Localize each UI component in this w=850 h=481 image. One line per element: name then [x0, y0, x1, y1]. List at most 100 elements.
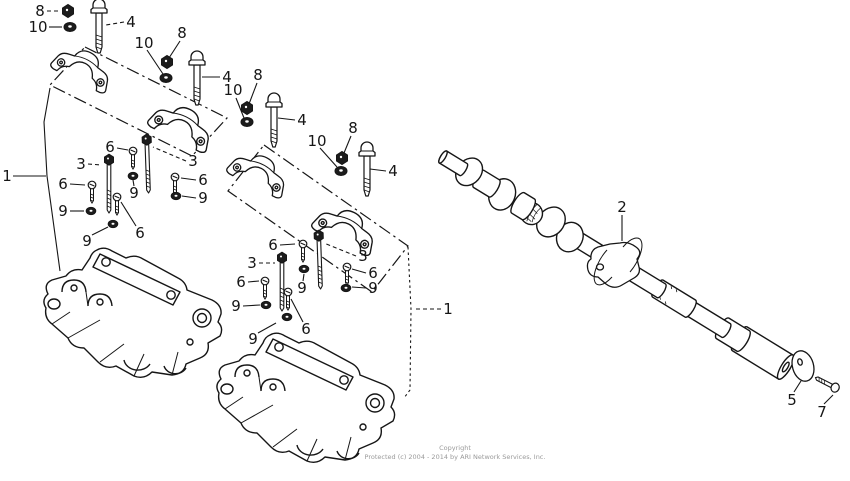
gasket-plane-1 [49, 46, 228, 157]
callout-label-9-32: 9 [248, 330, 258, 348]
callout-leader-9-30 [242, 304, 261, 307]
callout-label-9-26: 9 [198, 189, 208, 207]
callout-label-10-10: 10 [307, 132, 326, 150]
stud-1 [103, 153, 115, 214]
callout-label-9-36: 9 [368, 279, 378, 297]
callout-label-9-21: 9 [129, 184, 139, 202]
stud-2 [141, 133, 154, 194]
callout-label-4-11: 4 [388, 162, 398, 180]
flange-bolt-1 [90, 0, 108, 54]
callout-label-10-7: 10 [223, 81, 242, 99]
washer9-4 [170, 191, 182, 201]
callout-leader-8-9 [343, 135, 352, 154]
callout-leader-7-16 [823, 394, 834, 405]
camshaft-holder-left [43, 247, 223, 379]
callout-leader-10-10 [319, 147, 338, 168]
callout-leader-4-2 [105, 21, 125, 26]
callout-leader-6-27 [279, 243, 296, 246]
callout-leader-6-23 [120, 201, 137, 227]
callout-label-8-6: 8 [253, 66, 263, 84]
assembly-line-right [403, 246, 412, 399]
callout-leader-4-11 [369, 168, 387, 172]
callout-label-4-8: 4 [297, 111, 307, 129]
washer10-4 [334, 166, 348, 176]
callout-leader-6-35 [351, 268, 367, 274]
washer10-2 [159, 73, 173, 83]
washer10-1 [63, 22, 77, 32]
callout-label-3-34: 3 [358, 247, 368, 265]
callout-label-9-22: 9 [82, 232, 92, 250]
callout-label-6-25: 6 [198, 171, 208, 189]
callout-leader-9-36 [351, 286, 367, 289]
callout-label-8-0: 8 [35, 2, 45, 20]
callout-leader-4-8 [277, 117, 296, 121]
callout-label-4-2: 4 [126, 13, 136, 31]
washer9-1 [127, 171, 139, 181]
callout-leader-6-33 [290, 298, 304, 323]
washer9-2 [85, 206, 97, 216]
callout-label-3-24: 3 [188, 152, 198, 170]
nut-4 [336, 151, 348, 165]
bearing-cap-3 [224, 143, 295, 201]
thrust-washer [791, 350, 815, 382]
nut-2 [161, 55, 173, 69]
small-bolt-8 [342, 262, 352, 286]
callout-leader-10-7 [235, 97, 245, 119]
watermark-line2: Protected (c) 2004 - 2014 by ARI Network… [365, 453, 546, 461]
callout-label-6-17: 6 [105, 138, 115, 156]
callout-label-3-28: 3 [247, 254, 257, 272]
callout-leader-9-22 [91, 226, 109, 236]
callout-label-2-14: 2 [617, 198, 627, 216]
washer9-8 [340, 283, 352, 293]
flange-bolt-2 [188, 50, 206, 106]
small-bolt-6 [260, 276, 270, 300]
camshaft-bracket [586, 237, 643, 288]
callout-leader-9-32 [257, 322, 277, 334]
callout-leader-9-26 [181, 195, 197, 199]
callout-label-8-3: 8 [177, 24, 187, 42]
small-bolt-4 [170, 172, 180, 196]
callout-leader-6-19 [69, 183, 86, 186]
callout-leader-3-24 [152, 146, 187, 162]
callout-label-9-20: 9 [58, 202, 68, 220]
callout-label-9-31: 9 [297, 279, 307, 297]
stud-3 [276, 251, 288, 312]
callout-label-6-35: 6 [368, 264, 378, 282]
washer9-3 [107, 219, 119, 229]
callout-label-6-29: 6 [236, 273, 246, 291]
callout-leader-10-4 [146, 49, 164, 75]
callout-leader-8-3 [168, 40, 181, 59]
callout-leader-8-6 [248, 82, 258, 105]
washer10-3 [240, 117, 254, 127]
callout-leader-6-25 [180, 177, 197, 181]
callout-leader-5-15 [793, 380, 802, 393]
flange-bolt-3 [265, 92, 283, 148]
small-bolt-3 [112, 192, 122, 216]
nut-1 [62, 4, 74, 18]
small-bolt-2 [87, 180, 97, 204]
callout-leader-6-17 [116, 147, 129, 151]
stud-4 [313, 229, 326, 290]
bearing-cap-1 [48, 38, 119, 96]
callout-label-6-27: 6 [268, 236, 278, 254]
callout-label-1-13: 1 [443, 300, 453, 318]
copyright-watermark: Copyright Protected (c) 2004 - 2014 by A… [365, 444, 546, 461]
callout-leader-9-21 [132, 179, 135, 187]
callout-label-3-18: 3 [76, 155, 86, 173]
callout-label-10-1: 10 [28, 18, 47, 36]
gasket-plane-2 [227, 144, 409, 293]
callout-label-8-9: 8 [348, 119, 358, 137]
callout-leader-6-29 [247, 280, 260, 283]
small-bolt-7 [283, 287, 293, 311]
nut-3 [241, 101, 253, 115]
bearing-cap-2 [145, 94, 220, 155]
callout-label-7-16: 7 [817, 403, 827, 421]
callout-label-10-4: 10 [134, 34, 153, 52]
callout-label-1-12: 1 [2, 167, 12, 185]
callout-leader-3-34 [323, 242, 357, 257]
callout-leader-9-31 [302, 273, 305, 282]
callout-label-6-33: 6 [301, 320, 311, 338]
